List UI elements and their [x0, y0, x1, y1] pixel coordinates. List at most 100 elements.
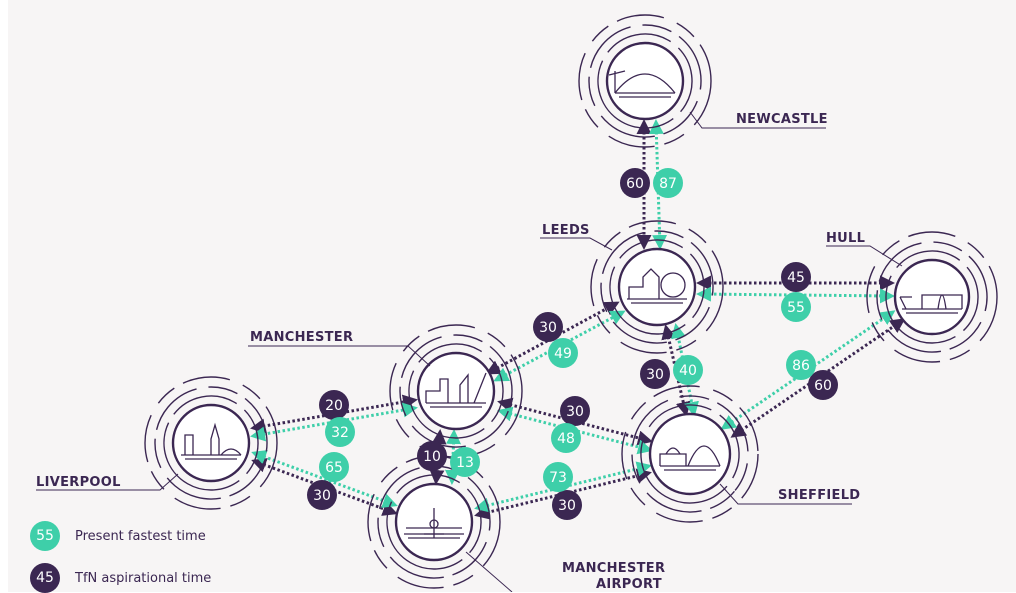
leeds-label: LEEDS	[542, 223, 590, 238]
liverpool-airport-present-time: 65	[325, 460, 343, 476]
liverpool-manchester-present-time: 32	[331, 425, 349, 441]
leeds-sheffield-present-time: 40	[679, 363, 697, 379]
node-circle	[893, 258, 971, 336]
newcastle-leeds-present-badge: 87	[653, 168, 683, 198]
leeds-hull-aspirational-time: 45	[787, 270, 805, 286]
hull-node	[866, 231, 998, 363]
inner-ring	[386, 474, 482, 570]
sheffield-hull-aspirational-badge: 60	[808, 370, 838, 400]
inner-ring	[609, 239, 705, 335]
sheffield-hull-present-line	[720, 310, 896, 430]
leeds-sheffield-aspirational-badge: 30	[640, 359, 670, 389]
legend-aspirational-label: TfN aspirational time	[75, 570, 212, 586]
manchester-sheffield-present-time: 48	[557, 431, 575, 447]
manchester-skyline-icon	[425, 372, 487, 408]
sheffield-leader	[719, 483, 852, 505]
node-circle	[416, 351, 496, 431]
sheffield-hull-present-time: 86	[792, 358, 810, 374]
liverpool-label: LIVERPOOL	[36, 475, 121, 490]
newcastle-leader	[689, 111, 826, 129]
manchester-airport-aspirational-badge: 10	[417, 441, 447, 471]
outer-ring	[590, 220, 724, 354]
outer-ring	[866, 231, 998, 363]
liverpool-liver-building-icon	[181, 422, 242, 460]
newcastle-node	[578, 14, 712, 148]
airport-leader	[465, 551, 513, 592]
liverpool-manchester-aspirational-badge: 20	[319, 390, 349, 420]
outer-ring	[144, 376, 278, 510]
manchester-leeds-aspirational-time: 30	[539, 320, 557, 336]
tyne-bridge-skyline-icon	[608, 70, 676, 98]
leeds-hull-present-time: 55	[787, 300, 805, 316]
liverpool-leader	[36, 473, 179, 491]
manchester-label: MANCHESTER	[250, 330, 353, 345]
liverpool-airport-present-badge: 65	[319, 452, 349, 482]
manchester-airport-node	[367, 455, 501, 589]
manchester-sheffield-present-badge: 48	[551, 423, 581, 453]
inner-ring	[640, 404, 740, 504]
manchester-leeds-present-badge: 49	[548, 338, 578, 368]
legend-aspirational: 45 TfN aspirational time	[30, 563, 211, 593]
liverpool-node	[144, 376, 278, 510]
legend-aspirational-badge: 45	[30, 563, 60, 593]
legend-present-label: Present fastest time	[75, 528, 206, 544]
legend-present: 55 Present fastest time	[30, 521, 206, 551]
liverpool-manchester-present-badge: 32	[325, 417, 355, 447]
outer-ring	[621, 385, 759, 523]
airplane-icon	[404, 508, 464, 539]
inner-ring	[163, 395, 259, 491]
newcastle-leeds-present-time: 87	[659, 176, 677, 192]
manchester-leeds-aspirational-badge: 30	[533, 312, 563, 342]
manchester-airport-label-line1: MANCHESTER	[562, 561, 665, 576]
airport-sheffield-present-badge: 73	[543, 462, 573, 492]
leeds-hull-present-badge: 55	[781, 292, 811, 322]
sheffield-winter-garden-icon	[659, 445, 721, 471]
airport-sheffield-present-time: 73	[549, 470, 567, 486]
outer-ring	[578, 14, 712, 148]
newcastle-leeds-present-line	[648, 119, 668, 250]
manchester-leader	[248, 345, 431, 367]
manchester-sheffield-aspirational-time: 30	[566, 404, 584, 420]
manchester-node	[389, 324, 523, 458]
manchester-leeds-present-time: 49	[554, 346, 572, 362]
liverpool-airport-aspirational-badge: 30	[307, 480, 337, 510]
hull-label: HULL	[826, 231, 865, 246]
middle-ring	[588, 24, 702, 138]
label-leaders	[36, 111, 903, 592]
hull-leader	[826, 245, 903, 267]
airport-sheffield-aspirational-time: 30	[558, 498, 576, 514]
liverpool-airport-present-line	[251, 450, 398, 508]
inner-ring	[408, 343, 504, 439]
liverpool-manchester-aspirational-time: 20	[325, 398, 343, 414]
newcastle-label: NEWCASTLE	[736, 112, 828, 127]
manchester-airport-present-time: 13	[456, 455, 474, 471]
manchester-airport-label-line2: AIRPORT	[596, 577, 662, 592]
leeds-sheffield-aspirational-time: 30	[646, 367, 664, 383]
hull-humber-bridge-skyline-icon	[899, 294, 963, 314]
leeds-leader	[540, 237, 613, 251]
leeds-skyline-ferris-wheel-icon	[627, 268, 687, 304]
sheffield-label: SHEFFIELD	[778, 488, 860, 503]
manchester-airport-present-badge: 13	[450, 447, 480, 477]
leeds-hull-aspirational-badge: 45	[781, 262, 811, 292]
liverpool-airport-aspirational-time: 30	[313, 488, 331, 504]
newcastle-leeds-aspirational-badge: 60	[620, 168, 650, 198]
leeds-sheffield-present-badge: 40	[673, 355, 703, 385]
sheffield-hull-aspirational-time: 60	[814, 378, 832, 394]
legend-present-badge: 55	[30, 521, 60, 551]
middle-ring	[399, 334, 513, 448]
node-circle	[648, 412, 732, 496]
middle-ring	[377, 465, 491, 579]
inner-ring	[597, 33, 693, 129]
middle-ring	[876, 241, 988, 353]
newcastle-leeds-aspirational-time: 60	[626, 176, 644, 192]
node-circle	[605, 41, 685, 121]
manchester-airport-aspirational-time: 10	[423, 449, 441, 465]
middle-ring	[154, 386, 268, 500]
middle-ring	[600, 230, 714, 344]
node-circle	[617, 247, 697, 327]
inner-ring	[885, 250, 979, 344]
